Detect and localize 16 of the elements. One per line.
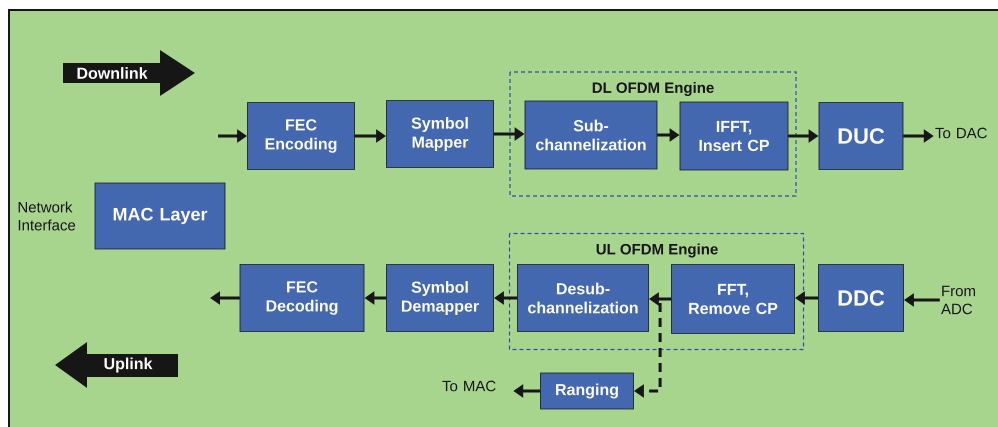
process-box: DUC [818, 102, 904, 170]
process-box: Desub- channelization [517, 264, 649, 332]
process-box: FFT, Remove CP [671, 264, 795, 334]
side-label: Network Interface [18, 201, 76, 230]
process-box: Symbol Mapper [386, 100, 494, 168]
process-box: Sub- channelization [524, 100, 658, 170]
port-label: From ADC [941, 286, 975, 314]
process-box: DDC [818, 264, 904, 332]
process-box: IFFT, Insert CP [680, 102, 788, 170]
process-box: FEC Encoding [247, 102, 355, 170]
process-box: Ranging [540, 372, 634, 410]
process-box: MAC Layer [94, 182, 226, 250]
process-box: FEC Decoding [240, 264, 364, 332]
port-label: To DAC [935, 128, 987, 138]
process-box: Symbol Demapper [386, 264, 494, 332]
port-label: To MAC [442, 380, 496, 392]
